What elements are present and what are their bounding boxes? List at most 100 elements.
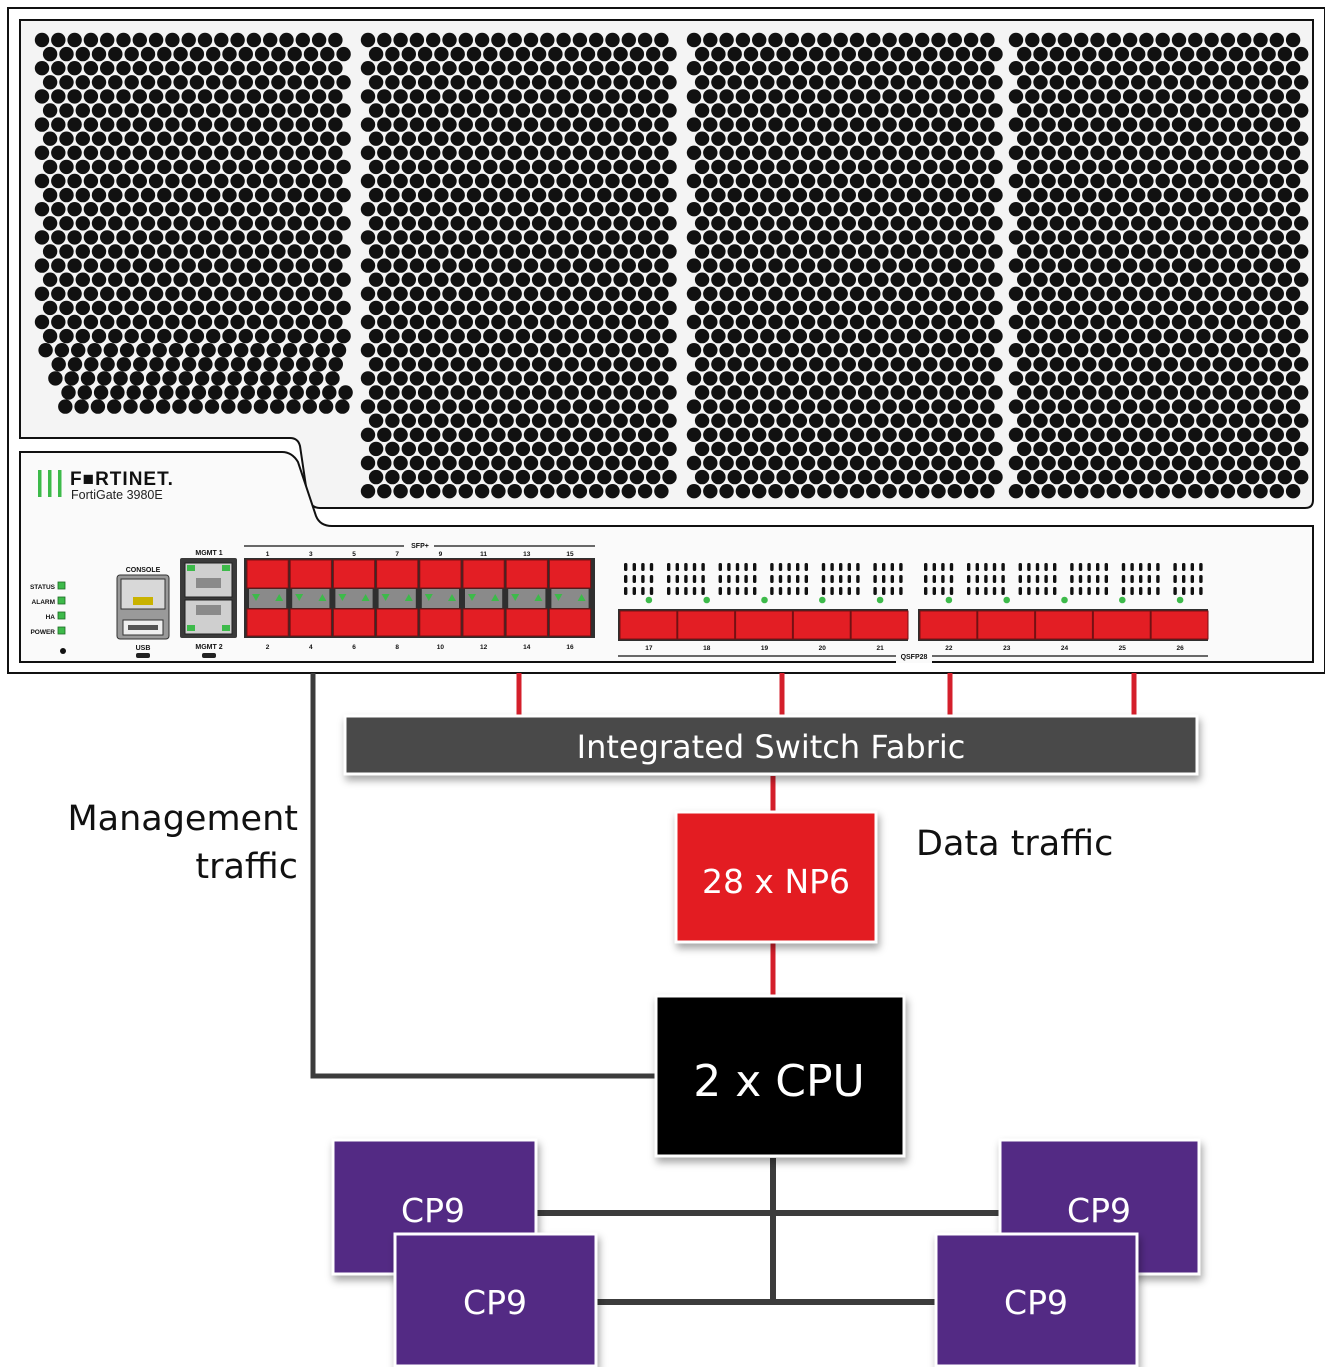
vent-hole xyxy=(246,230,262,245)
sfp-port[interactable] xyxy=(548,608,592,637)
sfp-port[interactable] xyxy=(548,559,592,589)
sfp-port[interactable] xyxy=(332,608,376,637)
vent-hole xyxy=(849,202,865,217)
vent-hole xyxy=(42,159,58,175)
vent-hole xyxy=(646,328,661,344)
sfp-port[interactable] xyxy=(376,608,419,637)
vent-hole xyxy=(743,357,759,372)
vent-hole xyxy=(874,469,889,485)
vent-hole xyxy=(906,441,922,457)
vent-hole xyxy=(662,244,677,259)
qsfp-port[interactable] xyxy=(977,610,1036,640)
vent-hole xyxy=(51,145,66,160)
vent-hole xyxy=(613,441,628,457)
vent-hole xyxy=(302,399,317,414)
qsfp-vent-slot xyxy=(624,563,628,571)
vent-hole xyxy=(181,230,196,245)
vent-hole xyxy=(589,145,604,160)
qsfp-vent-slot xyxy=(1035,575,1040,583)
vent-hole xyxy=(825,244,840,259)
sfp-port[interactable] xyxy=(332,559,376,589)
vent-hole xyxy=(385,75,400,90)
vent-hole xyxy=(173,103,188,118)
vent-hole xyxy=(417,441,433,457)
sfp-port[interactable] xyxy=(246,608,289,637)
vent-hole xyxy=(474,427,490,442)
vent-hole xyxy=(450,441,465,457)
vent-hole xyxy=(792,300,808,316)
vent-hole xyxy=(51,202,66,217)
vent-hole xyxy=(963,230,979,245)
sfp-port[interactable] xyxy=(376,559,419,589)
vent-hole xyxy=(1294,46,1309,62)
vent-hole xyxy=(849,89,865,104)
vent-hole xyxy=(1008,427,1024,442)
vent-hole xyxy=(646,441,661,457)
vent-hole xyxy=(1179,244,1195,259)
vent-hole xyxy=(1122,484,1138,499)
sfp-port[interactable] xyxy=(419,608,462,637)
qsfp-port[interactable] xyxy=(850,610,909,640)
vent-hole xyxy=(450,328,465,344)
vent-hole xyxy=(809,300,824,316)
vent-hole xyxy=(295,202,310,217)
vent-hole xyxy=(393,427,408,442)
vent-hole xyxy=(980,314,995,330)
vent-hole xyxy=(1090,32,1105,48)
sfp-port[interactable] xyxy=(289,559,332,589)
vent-hole xyxy=(833,60,848,76)
vent-hole xyxy=(1285,258,1301,273)
vent-hole xyxy=(197,60,213,76)
vent-hole xyxy=(178,371,193,386)
qsfp-port[interactable] xyxy=(1035,610,1093,640)
qsfp-port-number: 19 xyxy=(761,645,769,652)
qsfp-port[interactable] xyxy=(1150,610,1209,640)
qsfp-port[interactable] xyxy=(619,610,678,640)
vent-hole xyxy=(1082,216,1097,231)
qsfp-port[interactable] xyxy=(735,610,793,640)
vent-hole xyxy=(768,371,783,386)
vent-hole xyxy=(939,159,954,175)
vent-hole xyxy=(1237,484,1252,499)
qsfp-port[interactable] xyxy=(919,610,978,640)
vent-hole xyxy=(442,399,457,414)
sfp-port[interactable] xyxy=(462,559,505,589)
vent-hole xyxy=(833,343,848,358)
vent-hole xyxy=(523,89,539,104)
sfp-port[interactable] xyxy=(246,559,289,589)
vent-hole xyxy=(1122,230,1138,245)
vent-hole xyxy=(110,385,125,400)
vent-hole xyxy=(752,286,767,301)
vent-hole xyxy=(426,173,441,189)
vent-hole xyxy=(686,286,702,301)
vent-hole xyxy=(426,230,441,245)
vent-hole xyxy=(1114,46,1130,62)
sfp-port[interactable] xyxy=(505,608,548,637)
vent-hole xyxy=(833,202,848,217)
cp9-label: CP9 xyxy=(401,1191,465,1230)
vent-hole xyxy=(686,427,702,442)
sfp-port[interactable] xyxy=(505,559,548,589)
vent-hole xyxy=(955,216,971,231)
vent-hole xyxy=(792,357,808,372)
qsfp-port[interactable] xyxy=(1092,610,1151,640)
vent-hole xyxy=(980,230,995,245)
vent-hole xyxy=(466,357,482,372)
qsfp-port[interactable] xyxy=(677,610,736,640)
vent-hole xyxy=(972,300,987,316)
vent-hole xyxy=(140,300,156,316)
sfp-port[interactable] xyxy=(289,608,332,637)
sfp-port[interactable] xyxy=(462,608,505,637)
sfp-port[interactable] xyxy=(419,559,462,589)
vent-hole xyxy=(64,371,79,386)
vent-hole xyxy=(83,89,99,104)
qsfp-port[interactable] xyxy=(792,610,851,640)
sfp-port-number: 8 xyxy=(395,644,399,651)
vent-hole xyxy=(142,385,158,400)
vent-hole xyxy=(222,272,237,287)
vent-hole xyxy=(743,216,759,231)
vent-hole xyxy=(116,173,131,189)
vent-hole xyxy=(1212,469,1227,485)
vent-hole xyxy=(955,328,971,344)
vent-hole xyxy=(540,145,555,160)
